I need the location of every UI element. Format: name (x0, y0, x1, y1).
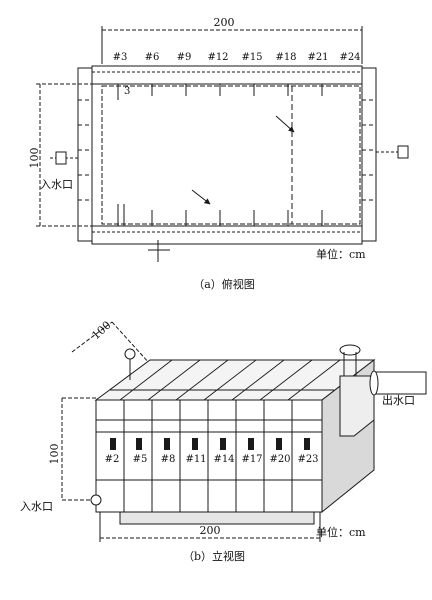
top-port-label: #21 (307, 52, 328, 63)
top-port-label: #12 (207, 52, 228, 63)
front-port-label: #11 (185, 454, 206, 465)
front-inlet-label: 入水口 (20, 500, 53, 513)
top-tick-dim: 3 (124, 86, 130, 97)
front-caption: （b）立视图 (183, 549, 245, 563)
front-height-dim: 100 (48, 444, 61, 465)
front-port-label: #20 (269, 454, 290, 465)
front-port-label: #2 (105, 454, 120, 465)
front-port-label: #8 (161, 454, 176, 465)
top-port-label: #3 (113, 52, 128, 63)
top-view (36, 26, 409, 262)
top-caption: （a）俯视图 (193, 277, 255, 291)
top-width-dim: 200 (214, 16, 235, 29)
front-depth-dim: 100 (89, 319, 113, 343)
top-port-label: #6 (145, 52, 160, 63)
front-port-labels: #2 #5 #8 #11 #14 #17 #20 #23 (105, 454, 319, 465)
front-port-label: #23 (297, 454, 318, 465)
top-port-label: #18 (275, 52, 296, 63)
top-port-labels: #3 #6 #9 #12 #15 #18 #21 #24 (113, 52, 361, 63)
front-port-label: #14 (213, 454, 234, 465)
top-unit-label: 单位：cm (316, 247, 366, 261)
front-port-label: #5 (133, 454, 148, 465)
front-outlet-label: 出水口 (382, 393, 415, 407)
top-inlet-label: 入水口 (40, 178, 73, 191)
front-unit-label: 单位：cm (316, 525, 366, 539)
front-width-dim: 200 (200, 524, 221, 537)
front-port-label: #17 (241, 454, 262, 465)
top-port-label: #9 (177, 52, 192, 63)
front-view (61, 321, 427, 542)
top-port-label: #24 (339, 52, 360, 63)
top-height-dim: 100 (28, 148, 41, 169)
top-port-label: #15 (241, 52, 262, 63)
